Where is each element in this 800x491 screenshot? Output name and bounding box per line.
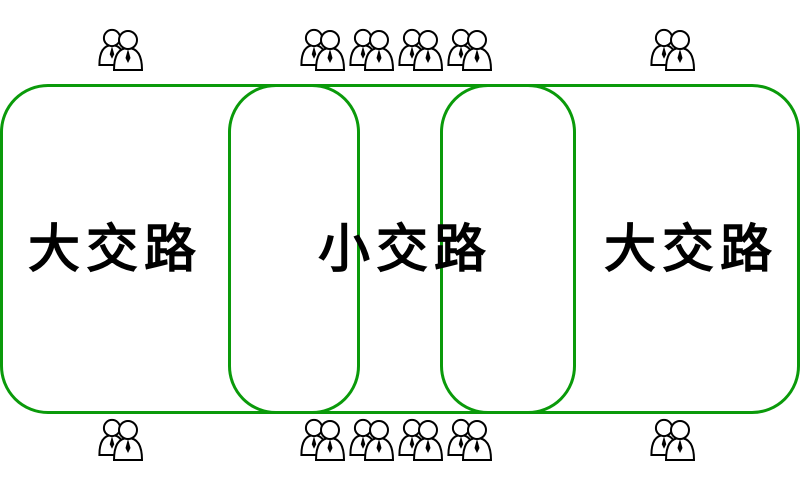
people-pair-icon [650,28,696,71]
people-pair-icon [650,418,696,461]
people-pair-icon [98,418,144,461]
people-pair-icon [349,418,395,461]
people-pair-icon [398,28,444,71]
people-pair-icon [349,28,395,71]
zone-left [0,84,360,414]
people-pair-icon [447,418,493,461]
zone-middle-label: 小交路 [318,220,493,280]
people-pair-icon [398,418,444,461]
people-pair-icon [98,28,144,71]
zone-right-label: 大交路 [604,220,779,280]
zone-middle [228,84,576,414]
zone-left-label: 大交路 [28,220,203,280]
people-pair-icon [447,28,493,71]
zone-right [440,84,800,414]
people-pair-icon [300,418,346,461]
people-pair-icon [300,28,346,71]
